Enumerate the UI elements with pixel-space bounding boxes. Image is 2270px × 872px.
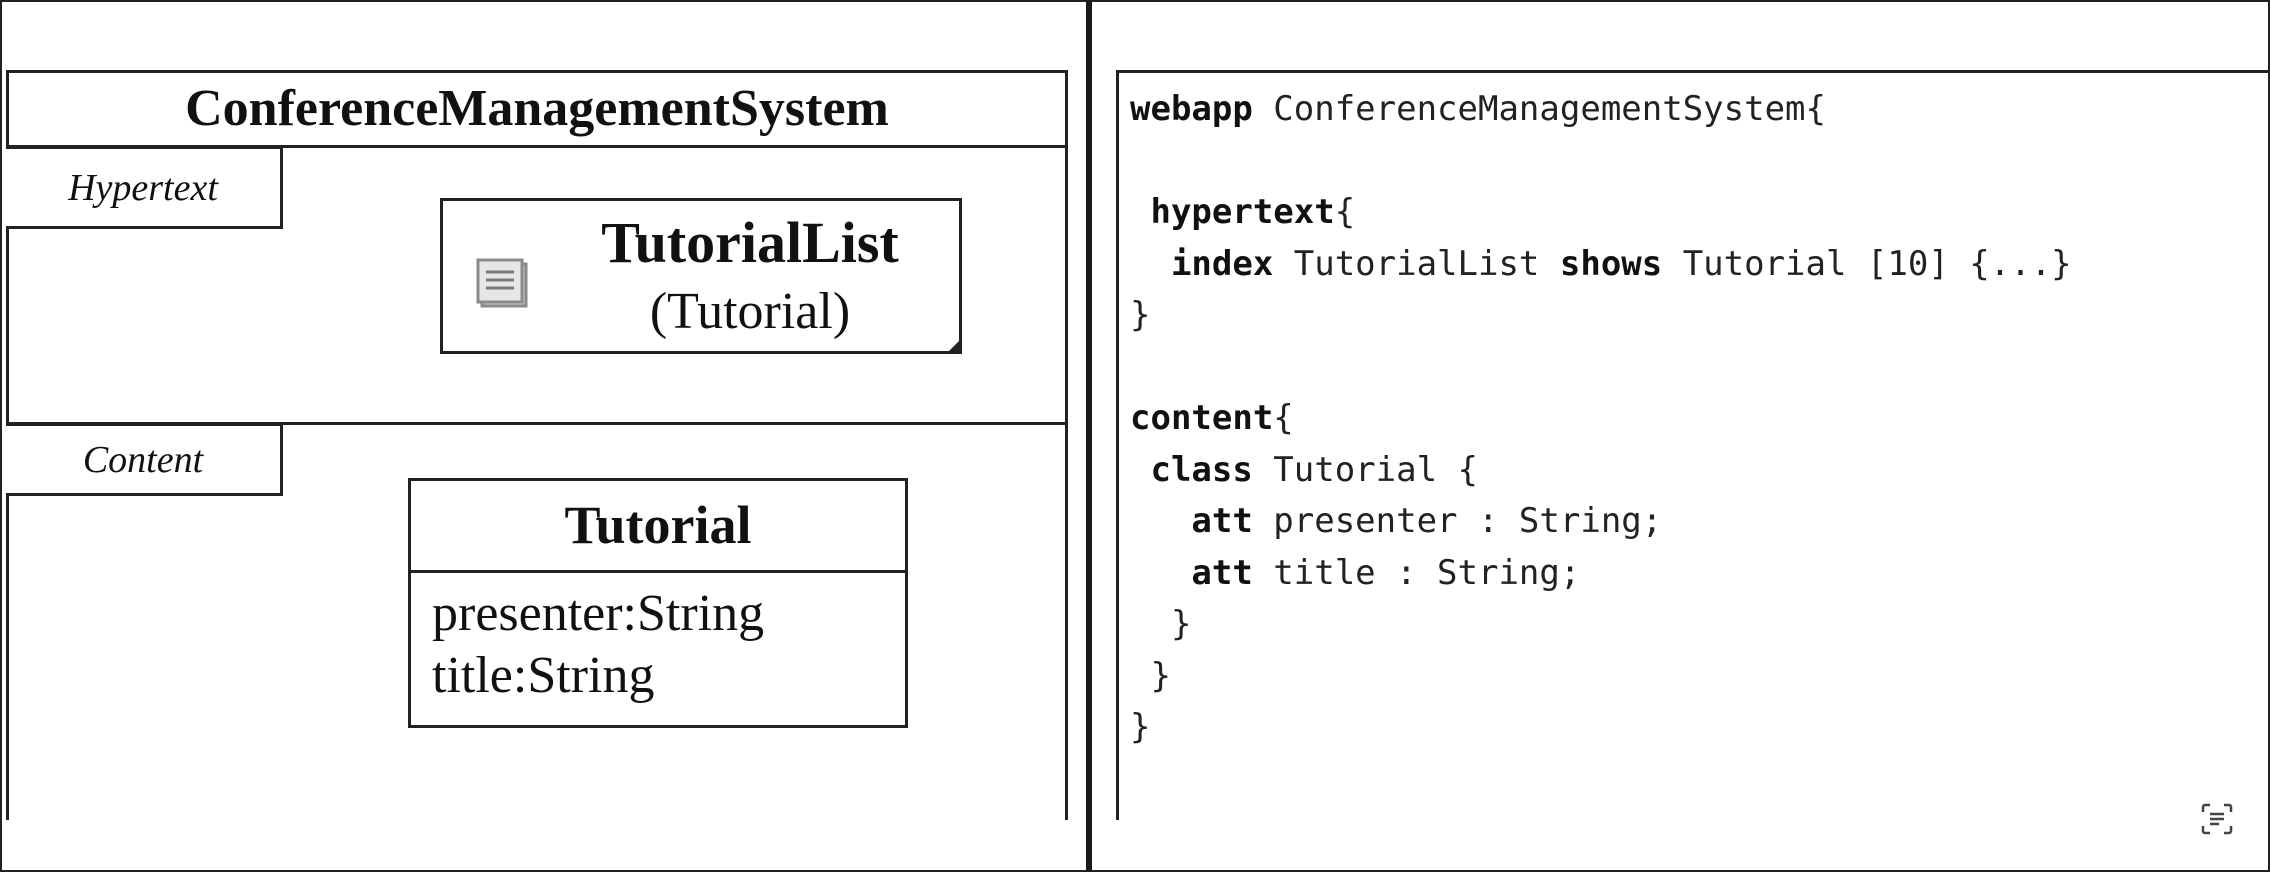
code-text: TutorialList: [1293, 243, 1560, 284]
code-line: }: [1130, 290, 2072, 342]
tutorial-class-box: [408, 478, 908, 728]
code-keyword: att: [1130, 501, 1274, 541]
code-keyword: index: [1130, 243, 1294, 284]
system-title: ConferenceManagementSystem: [185, 80, 889, 137]
code-line: att title : String;: [1130, 548, 2072, 600]
code-line: }: [1130, 702, 2072, 754]
scan-text-icon[interactable]: [2200, 802, 2234, 836]
content-section-label: Content: [6, 423, 283, 496]
code-listing: webapp ConferenceManagementSystem{ hyper…: [1130, 84, 2072, 754]
panel-divider: [1086, 0, 1092, 872]
class-separator: [408, 570, 908, 573]
code-text: Tutorial [10] {...}: [1682, 243, 2072, 284]
code-text: }: [1130, 295, 1151, 335]
code-text: Tutorial {: [1273, 449, 1478, 490]
code-keyword: content: [1130, 398, 1274, 438]
page-unit-name: TutorialList: [601, 210, 899, 275]
code-line: hypertext{: [1130, 187, 2072, 239]
code-text: {: [1334, 192, 1356, 232]
code-text: presenter : String;: [1273, 501, 1663, 541]
title-separator: [6, 145, 1068, 148]
page-unit-entity: (Tutorial): [649, 283, 851, 340]
code-keyword: att: [1130, 552, 1274, 593]
corner-fold: [946, 338, 962, 354]
class-attribute: presenter:String: [432, 585, 765, 642]
class-name: Tutorial: [564, 495, 752, 555]
code-text: }: [1130, 655, 1171, 696]
code-text: title : String;: [1273, 552, 1581, 593]
code-line: [1130, 342, 2072, 394]
code-line: att presenter : String;: [1130, 496, 2072, 548]
code-text: ConferenceManagementSystem{: [1273, 89, 1826, 129]
code-keyword: shows: [1559, 243, 1683, 284]
hypertext-section-label: Hypertext: [6, 146, 283, 229]
code-line: content{: [1130, 393, 2072, 445]
code-keyword: class: [1130, 449, 1274, 490]
code-text: }: [1130, 604, 1192, 644]
code-line: index TutorialList shows Tutorial [10] {…: [1130, 239, 2072, 291]
class-attribute: title:String: [432, 647, 655, 704]
code-keyword: webapp: [1130, 89, 1274, 129]
code-line: class Tutorial {: [1130, 445, 2072, 497]
index-page-icon: [476, 258, 528, 308]
code-keyword: hypertext: [1130, 192, 1335, 232]
code-text: {: [1273, 398, 1294, 438]
code-line: [1130, 136, 2072, 188]
section-separator: [6, 422, 1068, 425]
code-line: }: [1130, 599, 2072, 651]
code-panel: [1116, 70, 2270, 820]
code-line: }: [1130, 651, 2072, 703]
code-text: }: [1130, 707, 1151, 747]
code-line: webapp ConferenceManagementSystem{: [1130, 84, 2072, 136]
